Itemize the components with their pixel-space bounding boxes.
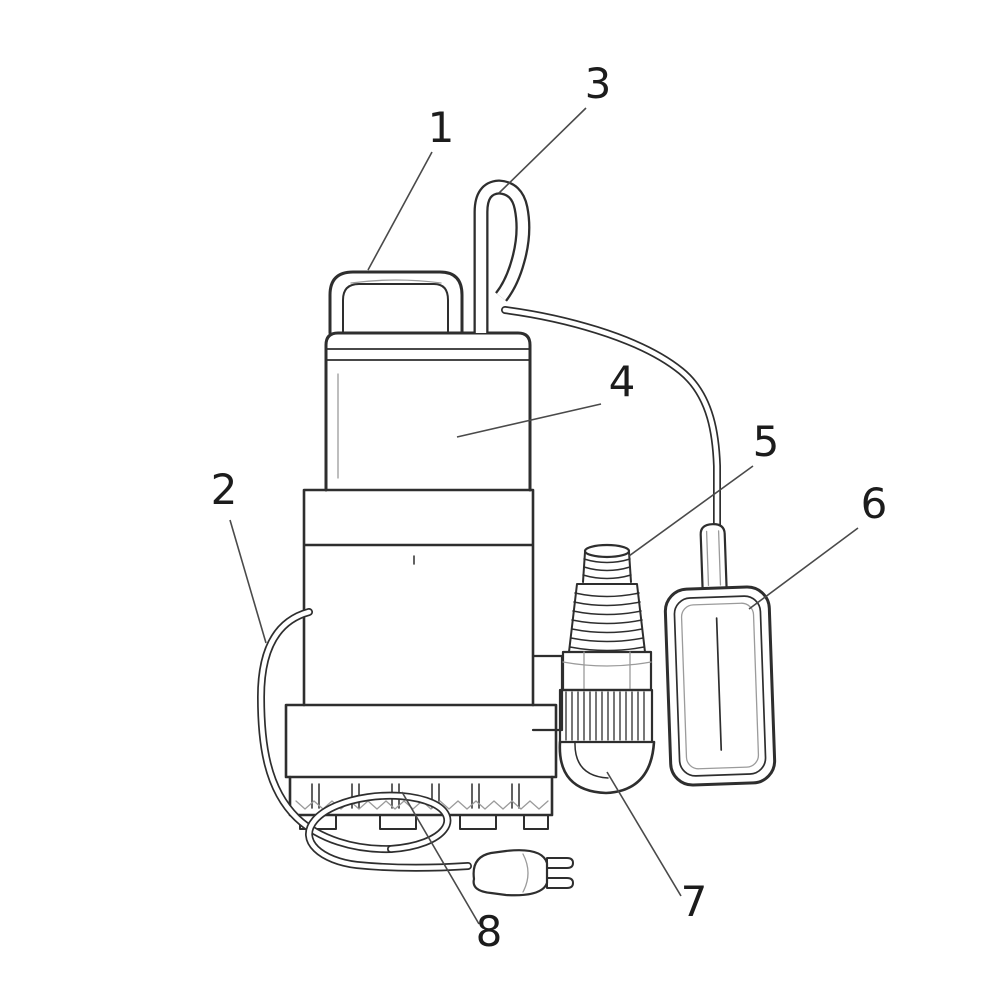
hose-connector bbox=[558, 543, 656, 795]
carry-handle bbox=[328, 270, 464, 335]
elbow-bend bbox=[558, 740, 656, 795]
leader-lines bbox=[229, 107, 859, 925]
power-cable bbox=[256, 608, 472, 872]
leader-line-3 bbox=[498, 107, 587, 194]
float-cable bbox=[501, 306, 721, 531]
outlet-boss bbox=[531, 654, 564, 732]
callout-7: 7 bbox=[681, 877, 708, 926]
connector-threads bbox=[582, 558, 632, 580]
hanging-hook bbox=[473, 179, 531, 333]
leader-line-4 bbox=[456, 403, 602, 438]
leader-line-7 bbox=[606, 771, 682, 897]
leader-line-8 bbox=[401, 791, 480, 925]
leader-line-2 bbox=[229, 519, 267, 644]
callout-8: 8 bbox=[476, 907, 503, 956]
callout-4: 4 bbox=[609, 357, 636, 406]
connector-top bbox=[583, 543, 631, 559]
connector-ribs bbox=[569, 592, 645, 652]
callout-3: 3 bbox=[585, 59, 612, 108]
callout-2: 2 bbox=[211, 465, 238, 514]
base-feet bbox=[299, 814, 549, 830]
leader-line-1 bbox=[367, 151, 433, 271]
elbow-collar bbox=[558, 688, 654, 744]
callout-labels: 1 2 3 4 5 6 7 8 bbox=[211, 59, 888, 956]
float-cable-sleeve bbox=[699, 523, 728, 590]
callout-6: 6 bbox=[861, 479, 888, 528]
elbow-knurl bbox=[565, 691, 645, 741]
pump-mid-housing bbox=[302, 488, 535, 707]
plug-pin bbox=[546, 877, 574, 889]
float-body bbox=[663, 585, 777, 787]
float-switch bbox=[663, 523, 777, 787]
plug-pin bbox=[546, 857, 574, 869]
callout-5: 5 bbox=[753, 417, 780, 466]
power-plug bbox=[472, 849, 574, 897]
pump-upper-body bbox=[324, 331, 532, 492]
plug-body bbox=[472, 849, 549, 897]
leader-line-5 bbox=[628, 465, 754, 557]
callout-1: 1 bbox=[428, 103, 455, 152]
connector-nut bbox=[561, 650, 653, 692]
leader-line-6 bbox=[748, 527, 859, 610]
